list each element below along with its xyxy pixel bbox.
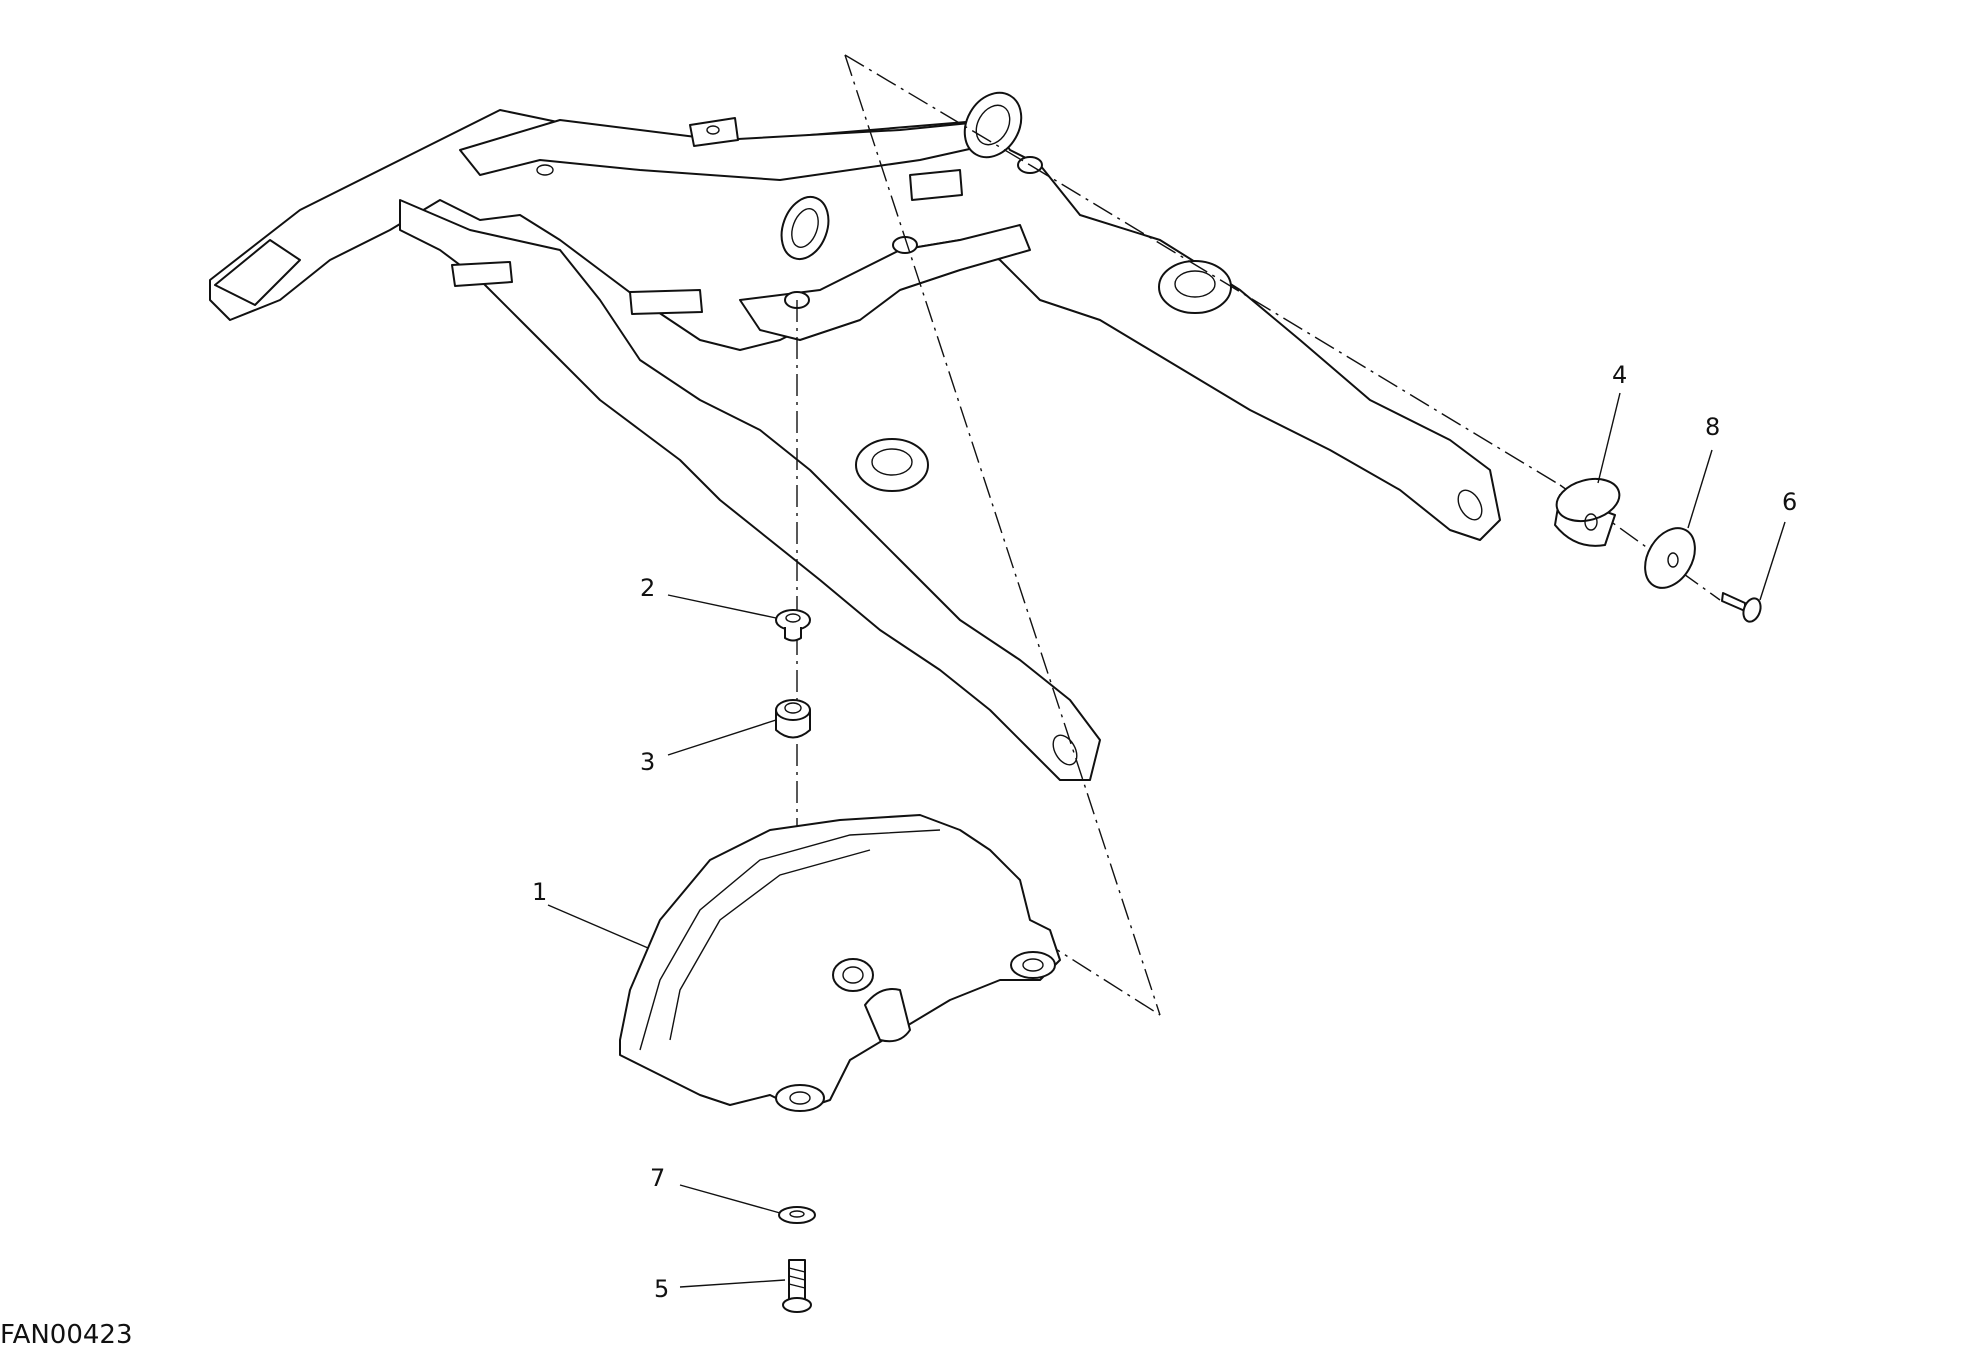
callout-7: 7 <box>650 1164 666 1192</box>
washer-part-8 <box>1644 527 1696 589</box>
callout-1: 1 <box>532 878 548 906</box>
washer-part-7 <box>778 1206 816 1224</box>
callout-8: 8 <box>1705 413 1721 441</box>
mounting-hardware <box>775 477 1762 1313</box>
subframe-bracket <box>209 91 1501 781</box>
leader-lines <box>547 392 1786 1288</box>
screw-part-5 <box>782 1259 812 1313</box>
tail-light-assembly <box>619 814 1061 1112</box>
bushing-part-2 <box>775 609 811 642</box>
callout-2: 2 <box>640 574 656 602</box>
callout-6: 6 <box>1782 488 1798 516</box>
grommet-part-3 <box>775 699 811 739</box>
drawing-code: FAN00423 <box>0 1320 133 1350</box>
spacer-part-4 <box>1554 477 1621 547</box>
screw-part-6 <box>1721 592 1762 623</box>
callout-5: 5 <box>654 1275 670 1303</box>
callout-4: 4 <box>1612 361 1628 389</box>
callout-3: 3 <box>640 748 656 776</box>
